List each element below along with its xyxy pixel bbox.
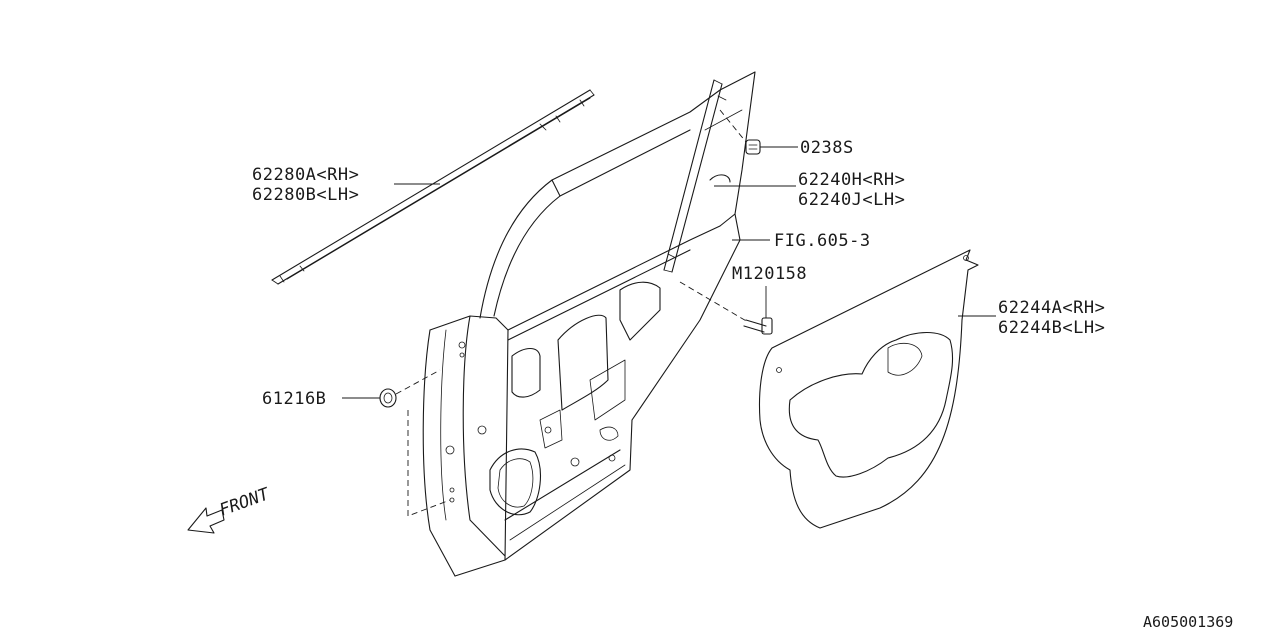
weatherstrip-part[interactable] xyxy=(271,89,595,285)
sealing-rh-label: 62244A<RH> xyxy=(998,298,1105,318)
front-label: FRONT xyxy=(217,484,274,521)
diagram-id: A605001369 xyxy=(1143,613,1233,631)
fig-reference-label[interactable]: FIG.605-3 xyxy=(774,231,871,251)
leader-lines xyxy=(342,146,996,399)
sash-rh-label: 62240H<RH> xyxy=(798,170,905,190)
weatherstrip-lh-label: 62280B<LH> xyxy=(252,185,359,205)
sash-lh-label: 62240J<LH> xyxy=(798,190,905,210)
plug-part[interactable] xyxy=(379,369,451,517)
sash-part[interactable] xyxy=(663,79,731,273)
bolt-label: M120158 xyxy=(732,264,807,284)
clip-part[interactable] xyxy=(719,109,761,155)
front-arrow-icon xyxy=(187,507,225,534)
clip-label: 0238S xyxy=(800,138,854,158)
door-panel-part[interactable] xyxy=(422,71,756,577)
sealing-cover-part[interactable] xyxy=(759,249,979,529)
weatherstrip-rh-label: 62280A<RH> xyxy=(252,165,359,185)
bolt-part[interactable] xyxy=(679,281,773,335)
sealing-lh-label: 62244B<LH> xyxy=(998,318,1105,338)
plug-label: 61216B xyxy=(262,389,326,409)
